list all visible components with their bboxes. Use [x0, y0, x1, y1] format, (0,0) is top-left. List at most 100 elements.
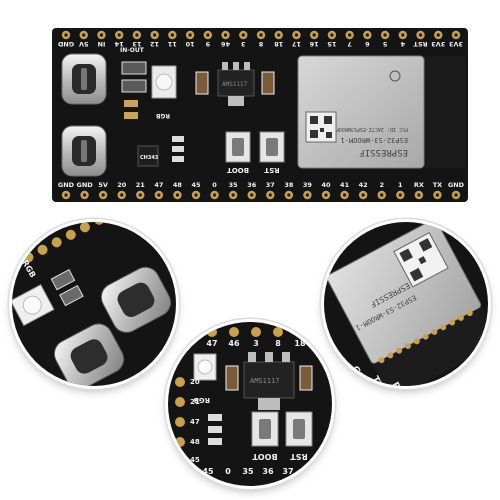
bottom-pin-label: 37	[266, 181, 275, 189]
zoom-mid-side-pin: 21	[190, 398, 200, 406]
usb-c-connector-top[interactable]	[61, 53, 107, 105]
rst-label: RST	[264, 166, 279, 174]
zoom-mid-side-pin: 20	[190, 378, 200, 386]
bottom-pin-label: 40	[321, 181, 331, 189]
bottom-pin-label: 45	[191, 181, 201, 189]
top-pin-label: 5	[382, 40, 387, 48]
top-pin-label: 18	[274, 40, 284, 48]
zoom-mid-side-pin: 48	[190, 438, 200, 446]
zoom-esp32-module: ESP32-S3-WROOM-1 ESPRESSIF GND TX RX	[324, 222, 488, 386]
top-pin-label: GND	[57, 40, 74, 48]
zoom-mid-bottom-pin: 35	[242, 467, 254, 476]
zoom-mid-top-pin: 47	[206, 339, 217, 348]
rgb-led	[151, 65, 177, 99]
zoom-mid-top-pin: 8	[275, 339, 281, 348]
esp32-module: ESPRESSIF ESP32-S3-WROOM-1 FCC ID: 2AC7Z…	[297, 55, 466, 169]
zoom-pin-rx: RX	[389, 381, 404, 386]
bottom-pin-label: 1	[398, 181, 403, 189]
bottom-pin-label: GND	[58, 181, 75, 189]
bottom-pin-label: 38	[284, 181, 294, 189]
ldo-text: AMS1117	[222, 81, 248, 88]
zoom-mid-top-pin: 3	[253, 339, 259, 348]
top-pin-label: 12	[150, 40, 159, 48]
zoom-usb-art: RGB	[12, 222, 176, 386]
rst-button[interactable]	[259, 131, 285, 163]
top-pin-label: IN	[98, 40, 106, 48]
chip-text: CH343	[140, 155, 159, 161]
top-pin-label: 14	[114, 40, 124, 48]
zoom-mid-top-pin: 18	[294, 339, 306, 348]
top-pin-label: 13	[132, 40, 141, 48]
top-pin-label: 17	[292, 40, 301, 48]
zoom-mid-ldo: AMS1117	[243, 352, 295, 410]
bottom-pin-label: 47	[154, 181, 163, 189]
zoom-mid-side-labels: 20 21 47 48 45	[190, 378, 200, 464]
zoom-boot-label: BOOT	[252, 452, 278, 461]
top-pin-label: 11	[167, 40, 177, 48]
boot-label: BOOT	[227, 166, 249, 174]
boot-button[interactable]	[225, 131, 251, 163]
zoom-castellated-pads	[378, 310, 473, 364]
usb-c-connector-bottom[interactable]	[61, 125, 107, 177]
bottom-pin-label: TX	[433, 181, 442, 189]
bottom-pin-label: 39	[303, 181, 313, 189]
bottom-pin-label: GND	[76, 181, 93, 189]
bottom-pin-label: 42	[359, 181, 368, 189]
bottom-pin-label: 0	[212, 181, 217, 189]
in-out-label: IN-OUT	[120, 47, 145, 54]
rgb-label: RGB	[155, 112, 170, 119]
bottom-pin-label: 20	[117, 181, 127, 189]
zoom-usb-connectors: RGB	[12, 222, 176, 386]
zoom-mid-bottom-pin: 36	[262, 467, 274, 476]
zoom-mid-rgb-label: RGB	[194, 396, 210, 404]
bottom-pin-label: 5V	[98, 181, 108, 189]
zoom-pin-tx: TX	[369, 375, 384, 386]
top-pin-label: 8	[258, 40, 263, 48]
zoom-mid-top-labels: 47 46 3 8 18	[206, 339, 306, 348]
top-pin-label: RST	[413, 40, 428, 48]
zoom-buttons-art: 47 46 3 8 18 RGB AMS1117	[168, 322, 332, 486]
bottom-pin-label: GND	[448, 181, 465, 189]
module-brand: ESPRESSIF	[359, 147, 408, 157]
top-pin-label: 4	[400, 40, 405, 48]
zoom-mid-side-pin: 45	[190, 456, 200, 464]
top-pin-label: 3	[241, 40, 246, 48]
zoom-mid-bottom-pin: 45	[202, 467, 214, 476]
zoom-rst-button[interactable]	[285, 411, 313, 447]
zoom-mid-top-pin: 46	[228, 339, 240, 348]
zoom-mid-side-pin: 47	[190, 418, 200, 426]
top-pin-label: 9	[205, 40, 210, 48]
bottom-pin-label: 36	[247, 181, 257, 189]
zoom-mid-bottom-pin: 0	[225, 467, 231, 476]
zoom-mid-bottom-pin: 37	[282, 467, 293, 476]
zoom-rst-label: RST	[290, 452, 308, 461]
top-pin-label: 10	[185, 40, 195, 48]
top-pin-label: 15	[327, 40, 337, 48]
top-pin-label: 3V3	[431, 40, 445, 48]
zoom-boot-button[interactable]	[251, 411, 279, 447]
top-pin-label: 6	[365, 40, 370, 48]
module-fcc: FCC ID: 2AC7Z-ESPS3WROOM1	[333, 126, 408, 132]
top-header-pads	[61, 30, 461, 40]
zoom-mid-ldo-text: AMS1117	[250, 377, 280, 385]
top-pin-label: 3V3	[449, 40, 463, 48]
top-pin-label: 5V	[79, 40, 89, 48]
bottom-pin-label: RX	[414, 181, 424, 189]
bottom-pin-label: 48	[173, 181, 183, 189]
module-model: ESP32-S3-WROOM-1	[341, 136, 408, 144]
passive-components	[121, 61, 275, 162]
bottom-pin-label: 2	[379, 181, 384, 189]
ldo-regulator: AMS1117	[217, 62, 255, 106]
top-pin-label: 7	[347, 40, 352, 48]
bottom-pin-label: 21	[136, 181, 146, 189]
top-pin-label: 16	[309, 40, 319, 48]
zoom-module-art: ESP32-S3-WROOM-1 ESPRESSIF GND TX RX	[324, 222, 488, 386]
usb-uart-chip: CH343	[137, 145, 159, 167]
zoom-mid-bottom-pin: 38	[302, 467, 314, 476]
bottom-header-pads	[61, 190, 461, 200]
bottom-pin-label: 35	[229, 181, 239, 189]
